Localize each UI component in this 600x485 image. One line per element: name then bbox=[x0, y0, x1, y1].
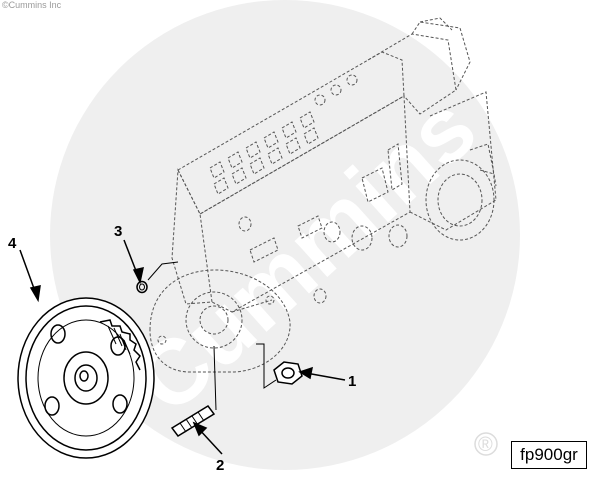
callout-3: 3 bbox=[114, 223, 122, 240]
fuel-injection-pump bbox=[149, 17, 497, 373]
stud bbox=[170, 405, 216, 437]
drive-gear bbox=[17, 297, 155, 459]
o-ring bbox=[136, 280, 148, 294]
callout-4: 4 bbox=[8, 235, 17, 252]
callout-2: 2 bbox=[216, 457, 224, 474]
callout-1: 1 bbox=[348, 373, 356, 390]
watermark-registered-mark: ® bbox=[478, 434, 493, 456]
copyright-notice: ©Cummins Inc bbox=[2, 0, 62, 10]
nut bbox=[273, 361, 303, 385]
cummins-watermark: Cummins ® bbox=[50, 0, 520, 470]
assembly-lines bbox=[147, 261, 277, 411]
figure-id-label: fp900gr bbox=[511, 441, 587, 469]
callout-arrows bbox=[19, 239, 346, 455]
